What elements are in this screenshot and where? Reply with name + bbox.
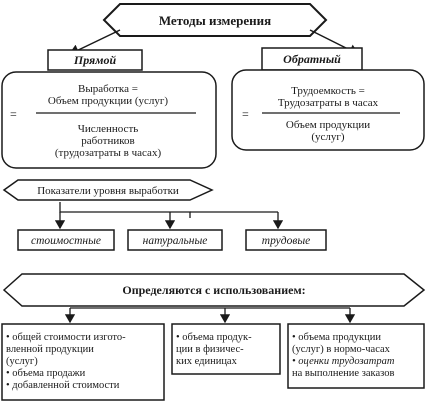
col1-line3: (услуг) — [6, 356, 38, 367]
inverse-label-box: Обратный — [261, 47, 363, 71]
direct-eq: = — [10, 107, 17, 121]
indicators-title: Показатели уровня выработки — [37, 185, 179, 197]
col3-line1: • объема продукции — [292, 332, 381, 343]
direct-label: Прямой — [73, 53, 117, 67]
determined-banner: Определяются с использованием: — [2, 273, 426, 307]
col1-line1: • общей стоимости изгото- — [6, 332, 126, 343]
col1-line5: • добавленной стоимости — [6, 380, 120, 391]
direct-label-box: Прямой — [47, 49, 143, 71]
inverse-den2: (услуг) — [311, 131, 345, 143]
indicator-labor-box: трудовые — [245, 229, 327, 251]
indicators-banner: Показатели уровня выработки — [2, 179, 214, 201]
connector-indicators — [59, 202, 191, 218]
indicator-cost-box: стоимостные — [17, 229, 115, 251]
inverse-den1: Объем продукции — [286, 119, 370, 131]
direct-den1: Численность — [78, 123, 139, 135]
col3-line2: (услуг) в нормо-часах — [292, 344, 391, 355]
inverse-formula-box: Трудоемкость = Трудозатраты в часах = Об… — [231, 69, 425, 151]
inverse-eq: = — [242, 107, 249, 121]
col1-line4: • объема продажи — [6, 368, 86, 379]
col3-line4: на выполнение заказов — [292, 368, 394, 379]
direct-den2: работников — [81, 135, 134, 147]
direct-den3: (трудозатраты в часах) — [55, 147, 162, 159]
col2-box: • объема продук- ции в физичес- ких един… — [171, 323, 281, 375]
col2-line1: • объема продук- — [176, 332, 252, 343]
col1-line2: вленной продукции — [6, 344, 94, 355]
indicator-natural-box: натуральные — [127, 229, 223, 251]
inverse-formula-line1: Трудоемкость = — [291, 85, 365, 97]
title-banner: Методы измерения — [102, 3, 328, 37]
col1-box: • общей стоимости изгото- вленной продук… — [1, 323, 165, 401]
direct-formula-box: Выработка = Объем продукции (услуг) = Чи… — [1, 71, 217, 169]
inverse-formula-line2: Трудозатраты в часах — [278, 97, 379, 109]
determined-title: Определяются с использованием: — [122, 283, 305, 297]
col2-line2: ции в физичес- — [176, 344, 244, 355]
col3-box: • объема продукции (услуг) в нормо-часах… — [287, 323, 425, 389]
col3-line3: • оценки трудозатрат — [292, 356, 395, 367]
col2-line3: ких единицах — [176, 356, 238, 367]
direct-formula-line1: Выработка = — [78, 83, 138, 95]
direct-formula-line2: Объем продукции (услуг) — [48, 95, 169, 107]
inverse-label: Обратный — [283, 52, 341, 66]
indicator-labor-label: трудовые — [262, 235, 310, 247]
indicator-cost-label: стоимостные — [31, 235, 101, 247]
indicator-natural-label: натуральные — [143, 235, 208, 247]
title-text: Методы измерения — [159, 13, 271, 28]
